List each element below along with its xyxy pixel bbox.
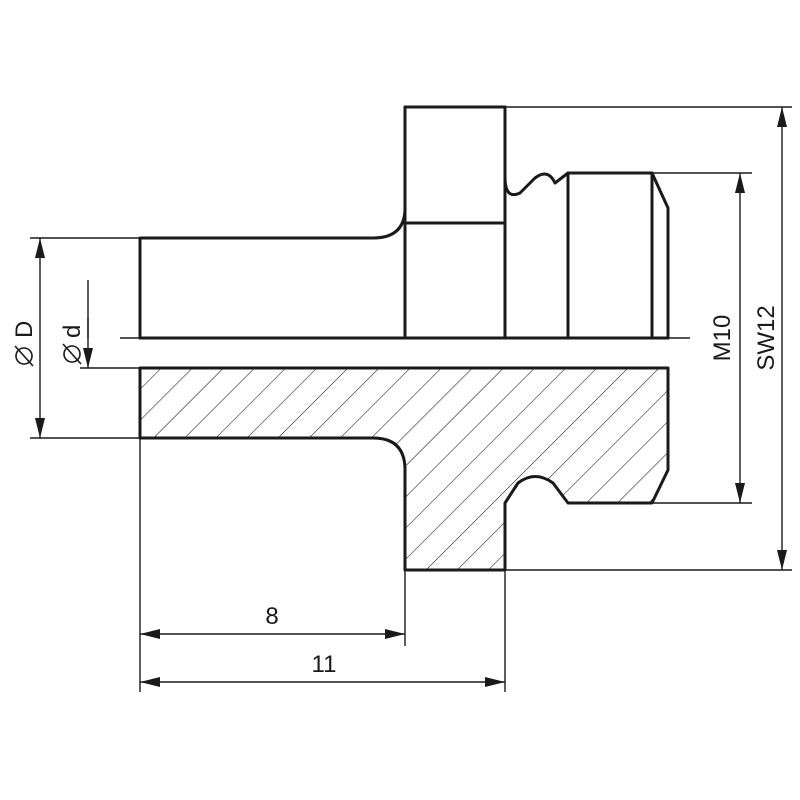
section-outline bbox=[138, 366, 670, 572]
dimension-thread: M10 bbox=[709, 173, 745, 503]
dimension-inner-diameter: d bbox=[59, 280, 93, 368]
section-hatching bbox=[140, 368, 668, 570]
upper-body-outline bbox=[138, 105, 670, 340]
dim-label-wrench-size: SW12 bbox=[753, 305, 780, 370]
dimension-11: 11 bbox=[140, 651, 505, 687]
diameter-symbol-icon bbox=[14, 345, 34, 367]
dim-label-8: 8 bbox=[265, 603, 278, 630]
dimension-8: 8 bbox=[140, 603, 405, 639]
diameter-symbol-icon bbox=[62, 343, 82, 365]
dim-label-11: 11 bbox=[312, 651, 337, 678]
dim-label-outer-diameter: D bbox=[11, 321, 38, 338]
dimension-outer-diameter: D bbox=[11, 238, 45, 438]
dimension-wrench-size: SW12 bbox=[753, 107, 787, 570]
dim-label-inner-diameter: d bbox=[59, 325, 86, 338]
dim-label-thread: M10 bbox=[709, 315, 736, 362]
